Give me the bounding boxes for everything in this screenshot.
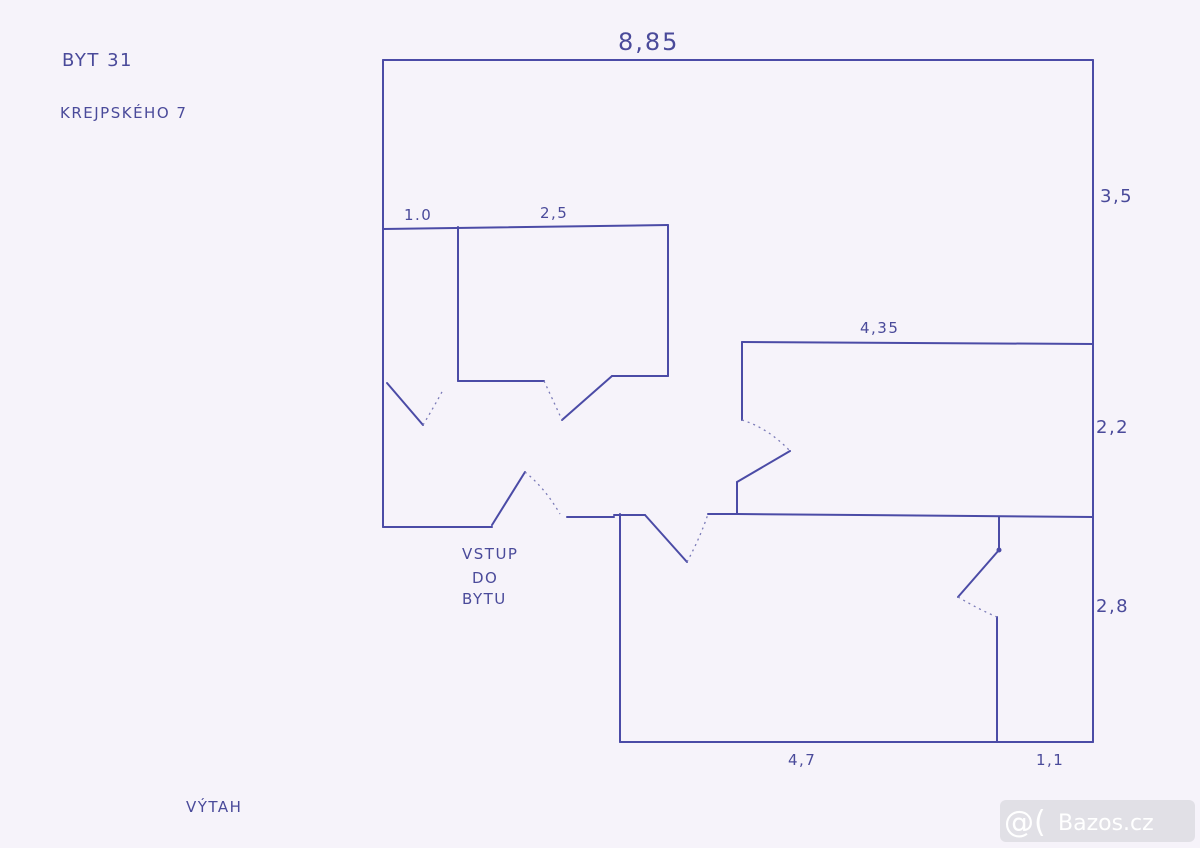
outer-walls xyxy=(382,59,1094,743)
apartment-note: BYT 31 xyxy=(62,50,133,71)
entrance-note-line2: DO xyxy=(472,569,498,587)
dim-right-bottom: 2,8 xyxy=(1096,596,1129,617)
door-small-room xyxy=(561,375,613,421)
dim-left-room-b: 2,5 xyxy=(540,204,568,222)
entrance-note-line3: BYTU xyxy=(462,590,507,608)
dim-left-room-a: 1.0 xyxy=(404,206,432,224)
middle-room-walls xyxy=(736,341,1094,518)
entrance-note-line1: VSTUP xyxy=(462,545,518,563)
door-entrance xyxy=(491,471,526,526)
dim-right-middle: 2,2 xyxy=(1096,417,1129,438)
dim-middle-room: 4,35 xyxy=(860,319,899,337)
door-bottom-left xyxy=(644,514,688,563)
watermark-text: Bazos.cz xyxy=(1058,811,1154,836)
dim-bottom-main: 4,7 xyxy=(788,751,816,769)
street-note: KREJPSKÉHO 7 xyxy=(60,103,187,122)
door-middle-room xyxy=(736,450,791,483)
dim-right-top: 3,5 xyxy=(1100,186,1133,207)
small-room-walls xyxy=(382,224,669,382)
door-swings xyxy=(422,380,998,618)
watermark-at-icon: @( xyxy=(1004,805,1046,840)
door-bottom-right xyxy=(957,549,1000,598)
door-left-corridor xyxy=(386,382,424,426)
elevator-note: VÝTAH xyxy=(186,797,242,816)
doors xyxy=(386,375,1002,598)
bottom-room-walls xyxy=(566,513,1000,743)
dim-bottom-small: 1,1 xyxy=(1036,751,1064,769)
dim-top-width: 8,85 xyxy=(618,28,679,56)
bazos-watermark: @( Bazos.cz xyxy=(1000,800,1195,842)
